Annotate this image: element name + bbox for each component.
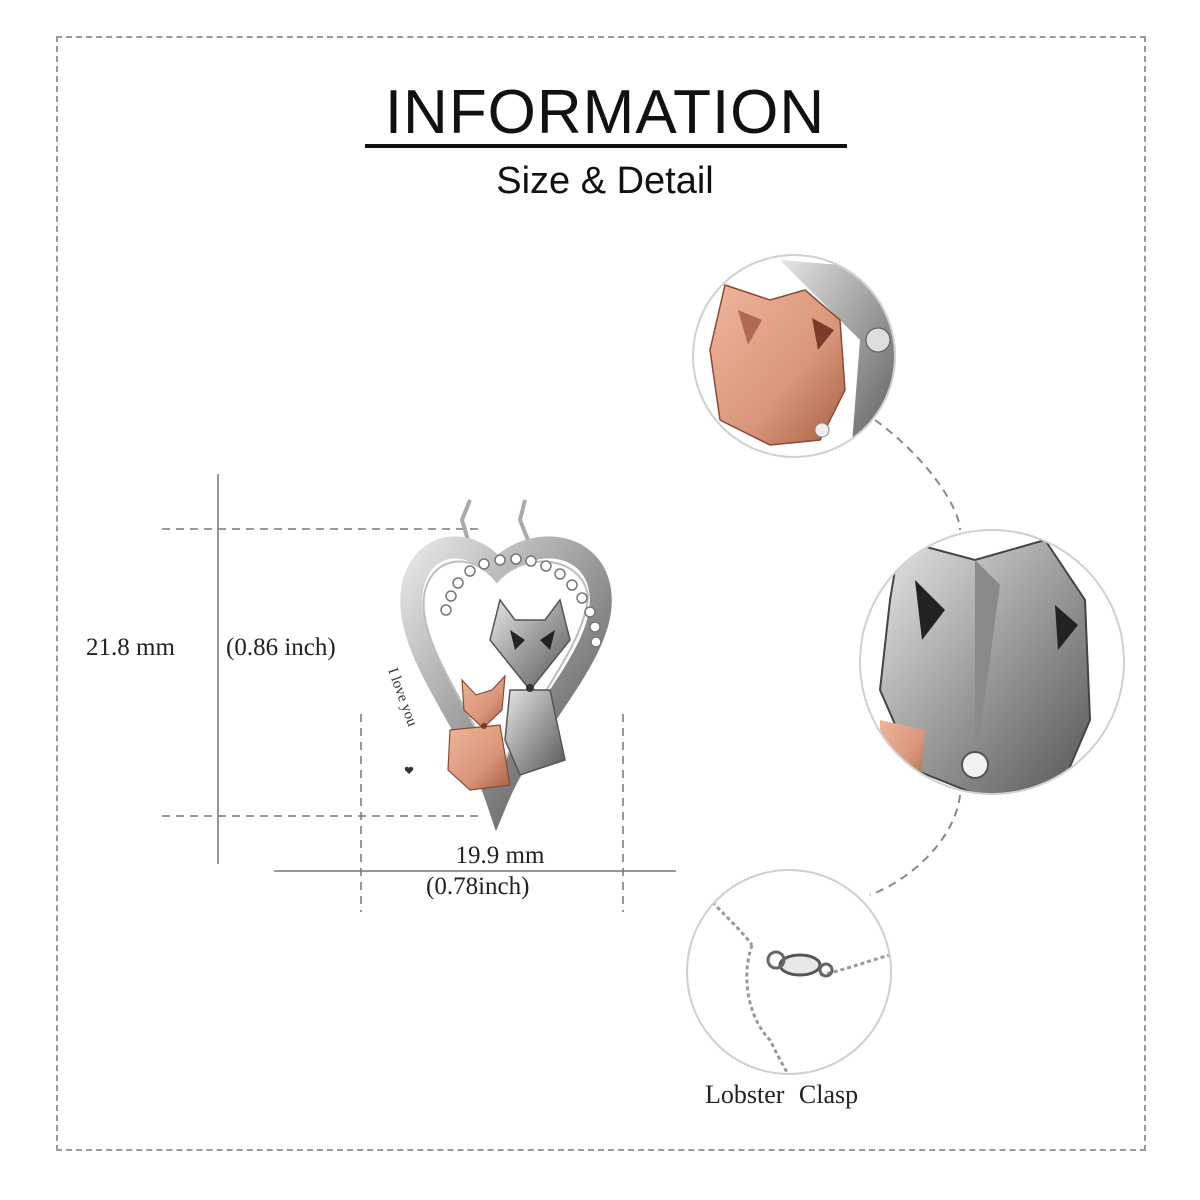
page-title: INFORMATION (384, 78, 826, 147)
heart-pendant: I love you (384, 499, 612, 832)
connector-bottom (869, 794, 961, 896)
height-inch-label: (0.86 inch) (226, 634, 336, 661)
detail-circle-silver-fox (859, 529, 1125, 795)
dashed-frame (56, 36, 1146, 1151)
rose-gold-fox (447, 674, 511, 791)
silver-fox (489, 598, 571, 776)
height-mm-label: 21.8 mm (86, 634, 175, 661)
detail-circle-clasp (686, 869, 892, 1075)
connector-top (874, 419, 961, 531)
width-mm-label: 19.9 mm (455, 842, 545, 869)
pendant-engraving: I love you (384, 666, 420, 729)
crystal-row (440, 553, 602, 648)
width-inch-label: (0.78inch) (426, 873, 530, 900)
heart-frame (400, 536, 612, 832)
title-underline (365, 144, 847, 148)
clasp-caption: Lobster Clasp (705, 1080, 859, 1109)
engraved-heart-icon (404, 766, 414, 774)
detail-circle-rose-fox (692, 254, 896, 458)
chain-left (459, 499, 472, 541)
page-subtitle: Size & Detail (496, 160, 714, 202)
chain-right (517, 499, 530, 541)
dimension-lines (162, 474, 676, 912)
